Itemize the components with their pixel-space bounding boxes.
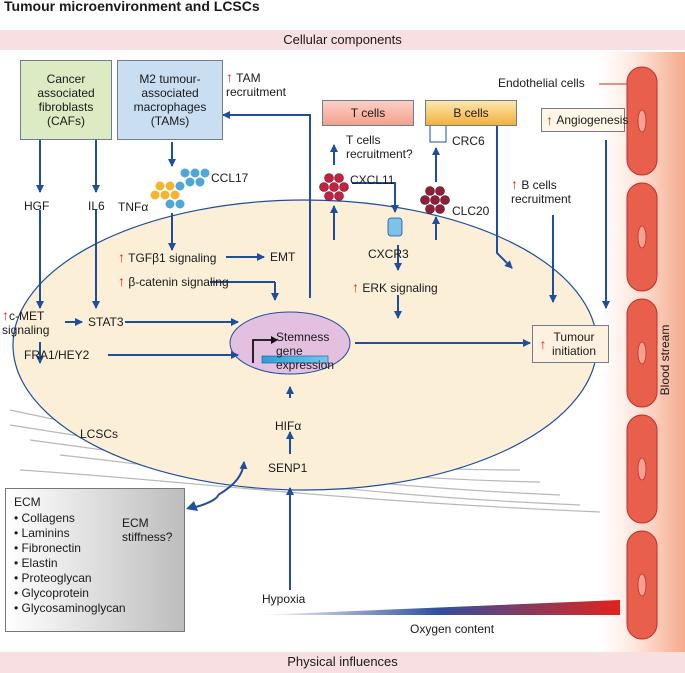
stat3-label: STAT3: [88, 315, 124, 329]
endothelial-cells-label: Endothelial cells: [498, 76, 585, 90]
clc20-dots: [420, 186, 450, 214]
up-arrow-icon: ↑: [2, 307, 9, 323]
physical-influences-band: Physical influences: [0, 652, 685, 673]
ecm-item: Collagens: [14, 511, 184, 526]
tam-recruitment-label: ↑ TAM recruitment: [226, 69, 287, 99]
cxcl11-dots: [319, 173, 349, 201]
oxygen-gradient: [258, 600, 620, 615]
tnfa-label: TNFα: [118, 200, 149, 214]
gene-bar: [261, 355, 329, 364]
b-cells-box: B cells: [425, 100, 517, 126]
up-arrow-icon: ↑: [546, 112, 553, 128]
caf-box: Cancer associated fibroblasts (CAFs): [20, 60, 112, 140]
ecm-item: Elastin: [14, 556, 184, 571]
cmet-label: ↑c-MET signaling: [2, 307, 50, 337]
oxygen-content-label: Oxygen content: [410, 622, 495, 636]
cxcr3-label: CXCR3: [368, 247, 409, 261]
bcatenin-label: ↑ β-catenin signaling: [118, 273, 229, 289]
blood-stream-label: Blood stream: [658, 324, 672, 396]
clc20-label: CLC20: [452, 204, 490, 218]
figure-title: Tumour microenvironment and LCSCs: [4, 0, 260, 14]
b-cells-recruitment-label: ↑ B cells recruitment: [511, 176, 572, 206]
up-arrow-icon: ↑: [539, 336, 547, 352]
promoter-arrow: [252, 339, 275, 363]
fra1-hey2-label: FRA1/HEY2: [24, 348, 90, 362]
ccl17-dots: [150, 168, 210, 209]
hgf-label: HGF: [24, 199, 50, 213]
lcscs-label: LCSCs: [80, 427, 119, 441]
erk-label: ↑ ERK signaling: [352, 279, 438, 295]
ecm-box: ECM Collagens Laminins Fibronectin Elast…: [5, 488, 185, 632]
ecm-stiffness-label: ECM stiffness?: [122, 516, 173, 544]
crc6-receptor: [429, 122, 447, 143]
emt-label: EMT: [270, 250, 296, 264]
cxcl11-label: CXCL11: [350, 173, 395, 187]
crc6-label: CRC6: [452, 134, 485, 148]
up-arrow-icon: ↑: [118, 249, 125, 265]
cxcr3-receptor: [387, 217, 403, 237]
tumour-initiation-box: ↑Tumour initiation: [532, 325, 609, 363]
hifa-label: HIFα: [275, 419, 302, 433]
ecm-item: Proteoglycan: [14, 571, 184, 586]
angiogenesis-box: ↑ Angiogenesis: [541, 108, 629, 132]
senp1-label: SENP1: [268, 461, 308, 475]
ecm-item: Glycosaminoglycan: [14, 601, 184, 616]
ecm-item: Fibronectin: [14, 541, 184, 556]
up-arrow-icon: ↑: [118, 273, 125, 289]
angiogenesis-label: Angiogenesis: [556, 113, 629, 127]
tgfb1-label: ↑ TGFβ1 signaling: [118, 249, 217, 265]
ecm-list: Collagens Laminins Fibronectin Elastin P…: [14, 511, 184, 616]
ccl17-label: CCL17: [211, 171, 249, 185]
up-arrow-icon: ↑: [511, 176, 518, 192]
tumour-initiation-label: Tumour initiation: [551, 330, 597, 358]
cellular-components-band: Cellular components: [0, 30, 685, 50]
hypoxia-label: Hypoxia: [262, 592, 306, 606]
ecm-item: Laminins: [14, 526, 184, 541]
t-cells-box: T cells: [322, 100, 414, 126]
t-cells-recruitment-label: T cells recruitment?: [346, 133, 413, 161]
arrows: [36, 111, 610, 590]
il6-label: IL6: [88, 199, 105, 213]
up-arrow-icon: ↑: [226, 69, 233, 85]
stemness-label: Stemness gene expression: [276, 330, 335, 372]
up-arrow-icon: ↑: [352, 279, 359, 295]
tam-box: M2 tumour-associated macrophages (TAMs): [117, 60, 223, 140]
ecm-title: ECM: [14, 495, 41, 509]
ecm-item: Glycoprotein: [14, 586, 184, 601]
